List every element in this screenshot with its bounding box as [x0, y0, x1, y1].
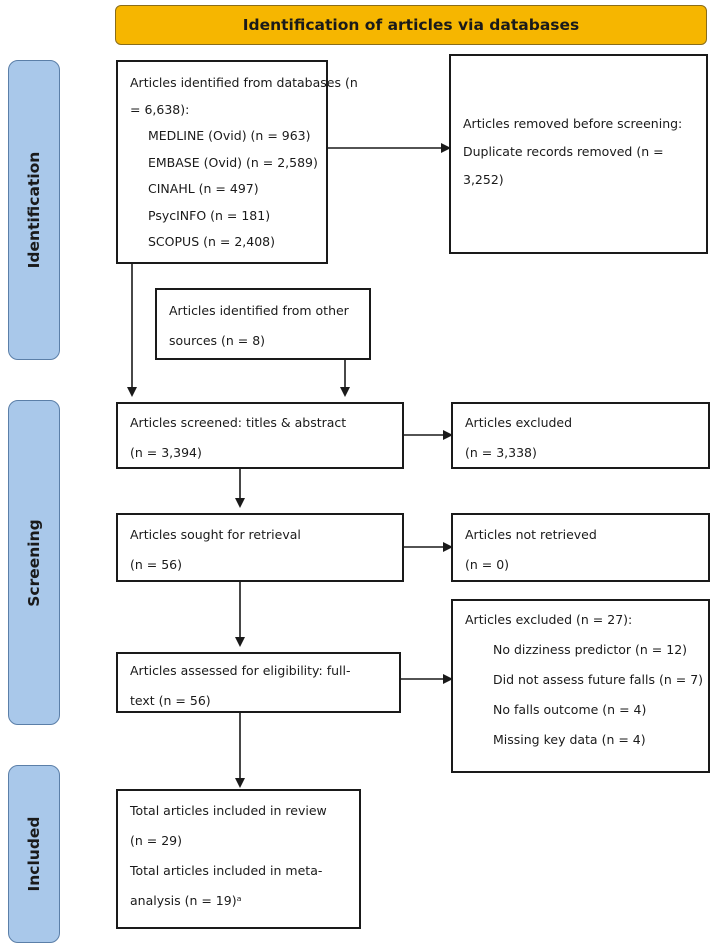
- phase-screening: Screening: [8, 400, 60, 725]
- phase-included: Included: [8, 765, 60, 943]
- removed-line-3: 3,252): [463, 172, 504, 187]
- removed-line-2: Duplicate records removed (n =: [463, 144, 664, 159]
- eligibility-line-2: text (n = 56): [130, 693, 211, 708]
- excluded-screening-line-1: Articles excluded: [465, 415, 573, 430]
- reason-no-dizziness-predictor: No dizziness predictor (n = 12): [493, 642, 688, 657]
- box-excluded-screening: Articles excluded (n = 3,338): [451, 402, 710, 469]
- reason-future-falls: Did not assess future falls (n = 7): [493, 672, 704, 687]
- source-psycinfo: PsycINFO (n = 181): [148, 207, 271, 223]
- eligibility-line-1: Articles assessed for eligibility: full-: [130, 663, 351, 678]
- source-medline: MEDLINE (Ovid) (n = 963): [148, 128, 311, 143]
- screened-line-1: Articles screened: titles & abstract: [130, 415, 347, 430]
- box-databases: Articles identified from databases (n = …: [116, 60, 358, 264]
- source-embase: EMBASE (Ovid) (n = 2,589): [148, 154, 318, 170]
- included-line-2: (n = 29): [130, 833, 183, 848]
- included-line-3: Total articles included in meta-: [130, 863, 323, 878]
- source-scopus: SCOPUS (n = 2,408): [148, 234, 275, 249]
- box-excluded-full-text: Articles excluded (n = 27): No dizziness…: [451, 599, 710, 773]
- box-removed-before-screening: Articles removed before screening: Dupli…: [449, 54, 708, 254]
- screened-line-2: (n = 3,394): [130, 445, 202, 460]
- excluded-screening-line-2: (n = 3,338): [465, 445, 537, 460]
- excluded-full-line-1: Articles excluded (n = 27):: [465, 612, 633, 627]
- retrieval-line-2: (n = 56): [130, 557, 183, 572]
- box-not-retrieved: Articles not retrieved (n = 0): [451, 513, 710, 582]
- not-retrieved-line-2: (n = 0): [465, 557, 510, 572]
- header-title: Identification of articles via databases: [242, 16, 580, 34]
- source-cinahl: CINAHL (n = 497): [148, 181, 259, 196]
- removed-line-1: Articles removed before screening:: [463, 116, 683, 131]
- box-screened: Articles screened: titles & abstract (n …: [116, 402, 404, 469]
- reason-no-falls-outcome: No falls outcome (n = 4): [493, 702, 647, 717]
- header-banner: Identification of articles via databases: [115, 5, 707, 45]
- not-retrieved-line-1: Articles not retrieved: [465, 527, 597, 542]
- retrieval-line-1: Articles sought for retrieval: [130, 527, 301, 542]
- databases-intro-2: = 6,638):: [130, 101, 190, 117]
- included-line-1: Total articles included in review: [130, 803, 327, 818]
- box-sought-retrieval: Articles sought for retrieval (n = 56): [116, 513, 404, 582]
- box-included: Total articles included in review (n = 2…: [116, 789, 361, 929]
- included-line-4: analysis (n = 19)ᵃ: [130, 893, 242, 908]
- other-sources-line-2: sources (n = 8): [169, 333, 266, 348]
- reason-missing-key-data: Missing key data (n = 4): [493, 732, 646, 747]
- box-other-sources: Articles identified from other sources (…: [155, 288, 371, 360]
- databases-intro-1: Articles identified from databases (n: [130, 75, 358, 90]
- phase-identification: Identification: [8, 60, 60, 360]
- box-eligibility: Articles assessed for eligibility: full-…: [116, 652, 401, 713]
- other-sources-line-1: Articles identified from other: [169, 303, 349, 318]
